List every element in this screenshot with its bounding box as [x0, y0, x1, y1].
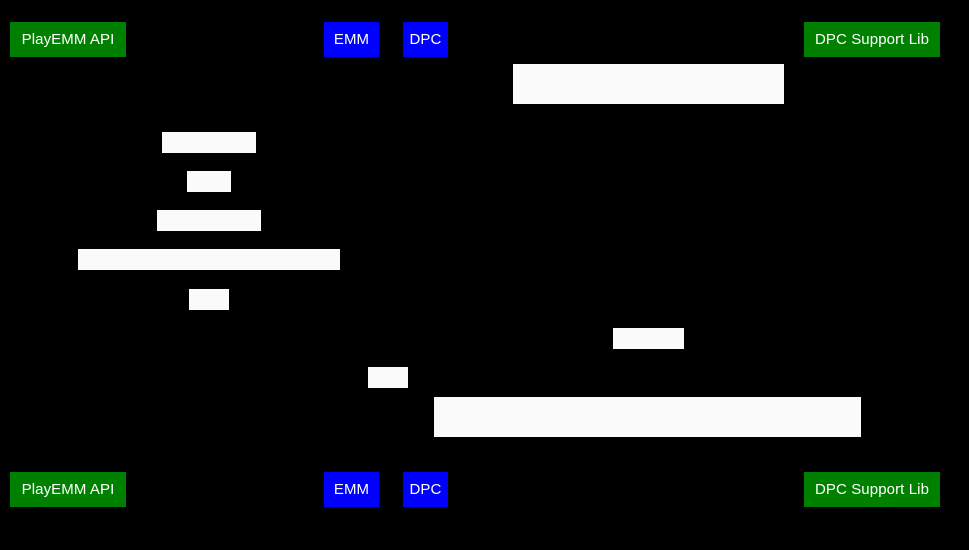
participant-head-dpc[interactable]: DPC [403, 22, 448, 57]
participant-foot-playemm-api-label: PlayEMM API [21, 481, 115, 498]
participant-foot-dpc[interactable]: DPC [403, 472, 448, 507]
participant-head-dpc-support-lib[interactable]: DPC Support Lib [804, 22, 940, 57]
message-line-2: .ensureWorkingEnvironment(callback) [521, 161, 776, 178]
message-label-users-update: users.update() [157, 210, 261, 266]
participant-head-emm[interactable]: EMM [324, 22, 379, 57]
lifeline-playemm-api [68, 57, 69, 472]
sequence-diagram-canvas: PlayEMM API EMM DPC DPC Support Lib andr… [10, 22, 940, 511]
message-line-2: .addAndroidForWorkAccount(token, account… [447, 494, 848, 511]
participant-foot-dpc-support-lib[interactable]: DPC Support Lib [804, 472, 940, 507]
message-line-1: androidForWorkAccountSupport [540, 437, 755, 454]
participant-foot-emm-label: EMM [333, 481, 370, 498]
message-line-1: callback() [616, 367, 681, 384]
arrow-callback [425, 349, 871, 350]
message-label-callback: callback() [613, 328, 684, 384]
message-label-add-android-for-work-account: androidForWorkAccountSupport .addAndroid… [434, 397, 861, 511]
message-label-token-lower: token [368, 367, 408, 423]
arrow-users-update [68, 231, 351, 232]
message-label-ensure-working-environment: androidForWorkAccountSupport .ensureWork… [513, 64, 784, 178]
message-line-1: token [190, 328, 228, 345]
message-label-users-insert: users.insert() [162, 132, 256, 188]
message-line-1: token [369, 406, 407, 423]
arrow-users-insert [68, 153, 351, 154]
arrow-user-id [68, 192, 351, 193]
participant-head-dpc-support-lib-label: DPC Support Lib [814, 31, 930, 48]
arrow-ensure-working-environment [425, 104, 871, 105]
participant-foot-playemm-api[interactable]: PlayEMM API [10, 472, 126, 507]
participant-head-playemm-api-label: PlayEMM API [21, 31, 115, 48]
arrow-users-generate-authentication-token [68, 270, 351, 271]
message-line-1: androidForWorkAccountSupport [541, 104, 756, 121]
message-label-user-id: userID [187, 171, 232, 227]
participant-head-dpc-label: DPC [409, 31, 442, 48]
message-label-users-generate-authentication-token: users.generateAuthenticationToken() [78, 249, 340, 305]
message-label-token-upper: token [189, 289, 229, 345]
lifeline-dpc [425, 57, 426, 472]
lifeline-dpc-support-lib [871, 57, 872, 472]
participant-foot-dpc-label: DPC [409, 481, 442, 498]
arrow-token-lower [351, 388, 425, 389]
arrow-token-upper [68, 310, 351, 311]
participant-foot-dpc-support-lib-label: DPC Support Lib [814, 481, 930, 498]
lifeline-emm [351, 57, 352, 472]
participant-head-playemm-api[interactable]: PlayEMM API [10, 22, 126, 57]
participant-foot-emm[interactable]: EMM [324, 472, 379, 507]
participant-head-emm-label: EMM [333, 31, 370, 48]
arrow-add-android-for-work-account [425, 437, 871, 438]
